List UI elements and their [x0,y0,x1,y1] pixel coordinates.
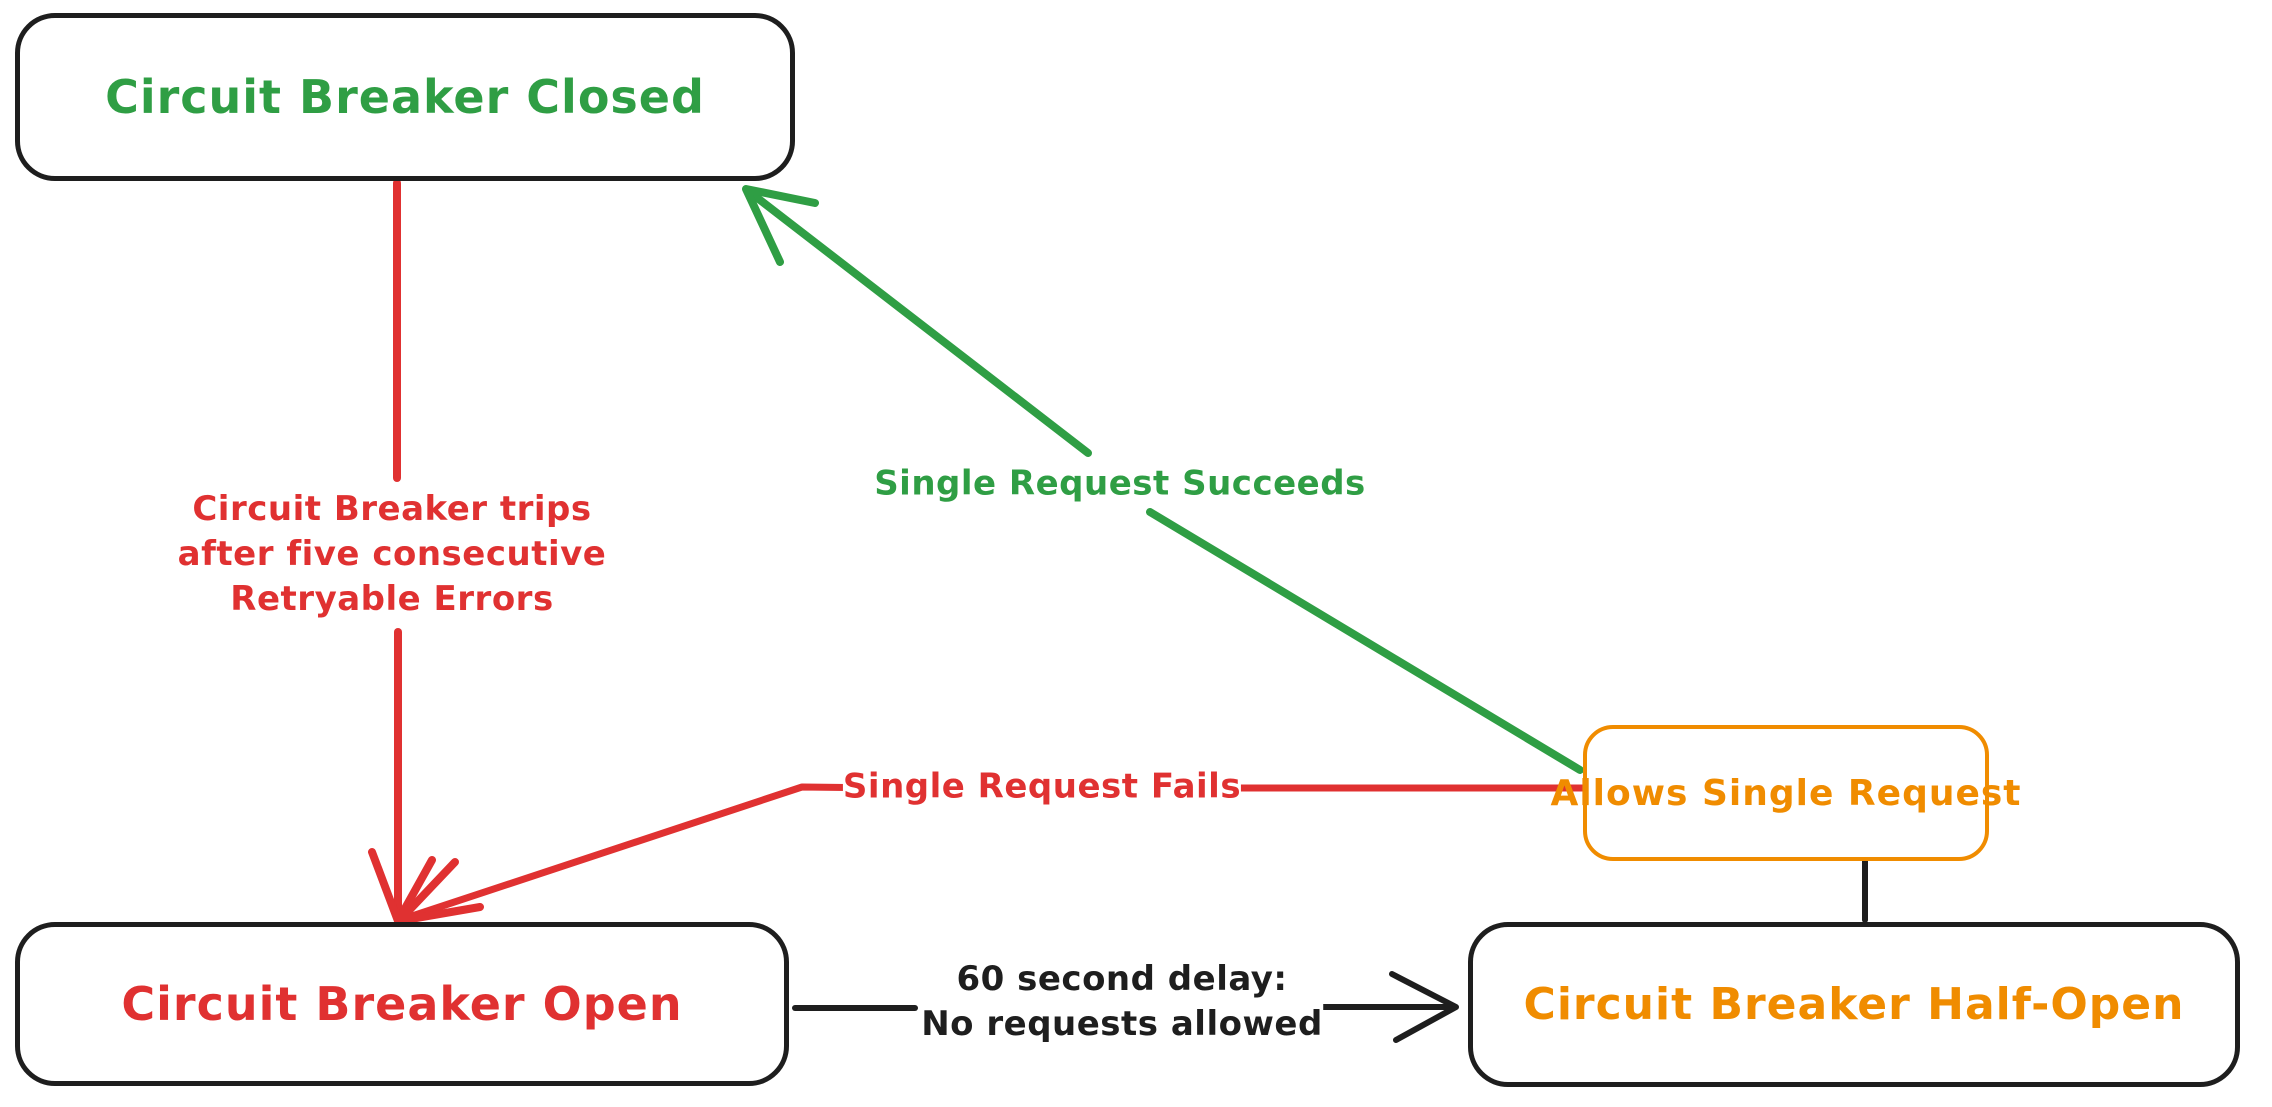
edge-label-trips-line1: Circuit Breaker trips [192,489,592,530]
edge-fails-arrowhead [395,858,484,925]
edge-label-circuit-breaker-trips: Circuit Breaker trips after five consecu… [177,487,607,623]
edge-label-trips-line3: Retryable Errors [230,579,554,620]
node-circuit-breaker-open: Circuit Breaker Open [15,922,789,1086]
edge-succeeds-line-lower [1146,508,1584,774]
node-allows-single-request: Allows Single Request [1550,725,2021,861]
edge-label-delay-line1: 60 second delay: [956,958,1288,999]
node-circuit-breaker-closed: Circuit Breaker Closed [15,13,795,181]
node-circuit-breaker-open-label: Circuit Breaker Open [121,977,683,1031]
node-allows-single-request-label: Allows Single Request [1550,772,2022,814]
edge-label-single-request-succeeds: Single Request Succeeds [874,461,1366,507]
edge-succeeds-arrowhead [742,185,819,266]
node-circuit-breaker-closed-label: Circuit Breaker Closed [105,70,705,124]
edge-label-60-second-delay: 60 second delay: No requests allowed [921,956,1323,1048]
edge-succeeds-line-upper [743,186,1092,457]
edge-delay-arrowhead [1389,971,1459,1043]
edge-label-delay-line2: No requests allowed [921,1004,1323,1044]
node-circuit-breaker-half-open: Circuit Breaker Half-Open [1468,922,2240,1087]
node-circuit-breaker-half-open-label: Circuit Breaker Half-Open [1523,979,2185,1030]
edge-label-single-request-fails: Single Request Fails [842,764,1242,810]
edge-label-trips-line2: after five consecutive [177,534,607,575]
edge-fails-line-left [396,783,899,924]
